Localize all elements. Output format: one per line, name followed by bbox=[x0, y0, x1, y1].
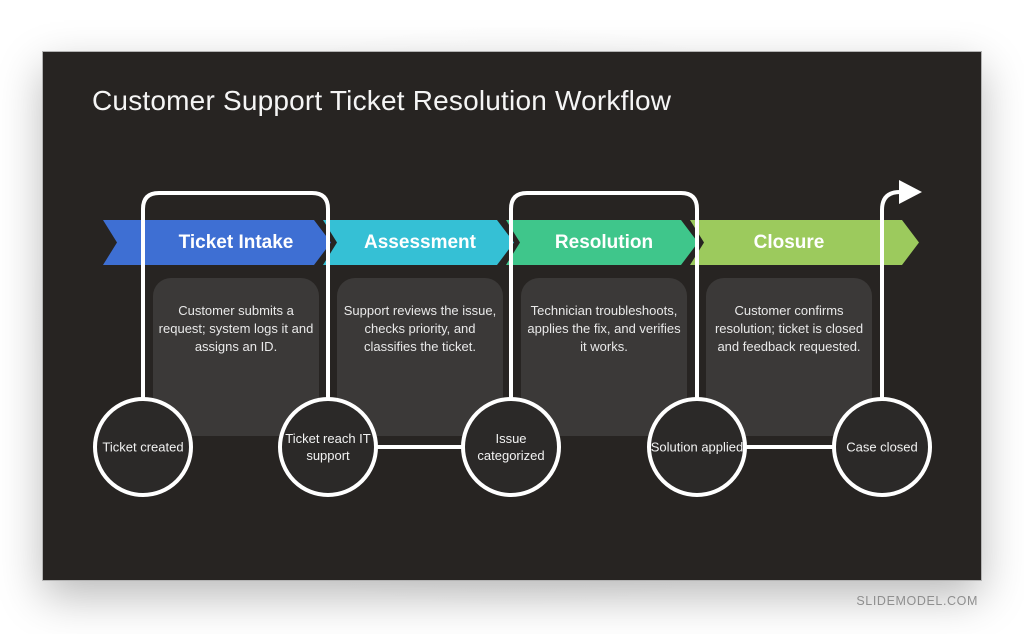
stage-description-text: Support reviews the issue, checks priori… bbox=[343, 303, 497, 354]
stage-description-text: Customer submits a request; system logs … bbox=[158, 303, 314, 354]
exit-arrow-head-icon bbox=[899, 180, 922, 204]
stage-description-card: Customer submits a request; system logs … bbox=[153, 278, 319, 436]
stage-label: Assessment bbox=[364, 232, 476, 253]
stage-description-card: Support reviews the issue, checks priori… bbox=[337, 278, 503, 436]
milestone-label: Solution applied bbox=[650, 439, 744, 455]
stage-label: Ticket Intake bbox=[178, 232, 294, 253]
stage-label: Closure bbox=[753, 232, 825, 253]
slide-title: Customer Support Ticket Resolution Workf… bbox=[92, 85, 672, 116]
milestone-label: Issue categorized bbox=[477, 431, 545, 463]
watermark: SLIDEMODEL.COM bbox=[856, 594, 978, 608]
milestone-label: Ticket reach IT support bbox=[285, 431, 371, 463]
milestone-label: Ticket created bbox=[102, 439, 184, 455]
stage-description-card: Customer confirms resolution; ticket is … bbox=[706, 278, 872, 436]
milestone-label: Case closed bbox=[846, 439, 918, 455]
stage-description-text: Technician troubleshoots, applies the fi… bbox=[527, 303, 681, 354]
stage-description-text: Customer confirms resolution; ticket is … bbox=[714, 303, 864, 354]
stage-label: Resolution bbox=[554, 232, 654, 253]
stage-description-card: Technician troubleshoots, applies the fi… bbox=[521, 278, 687, 436]
slide: Customer Support Ticket Resolution Workf… bbox=[43, 52, 981, 580]
stage-chevron-assessment bbox=[323, 220, 514, 265]
